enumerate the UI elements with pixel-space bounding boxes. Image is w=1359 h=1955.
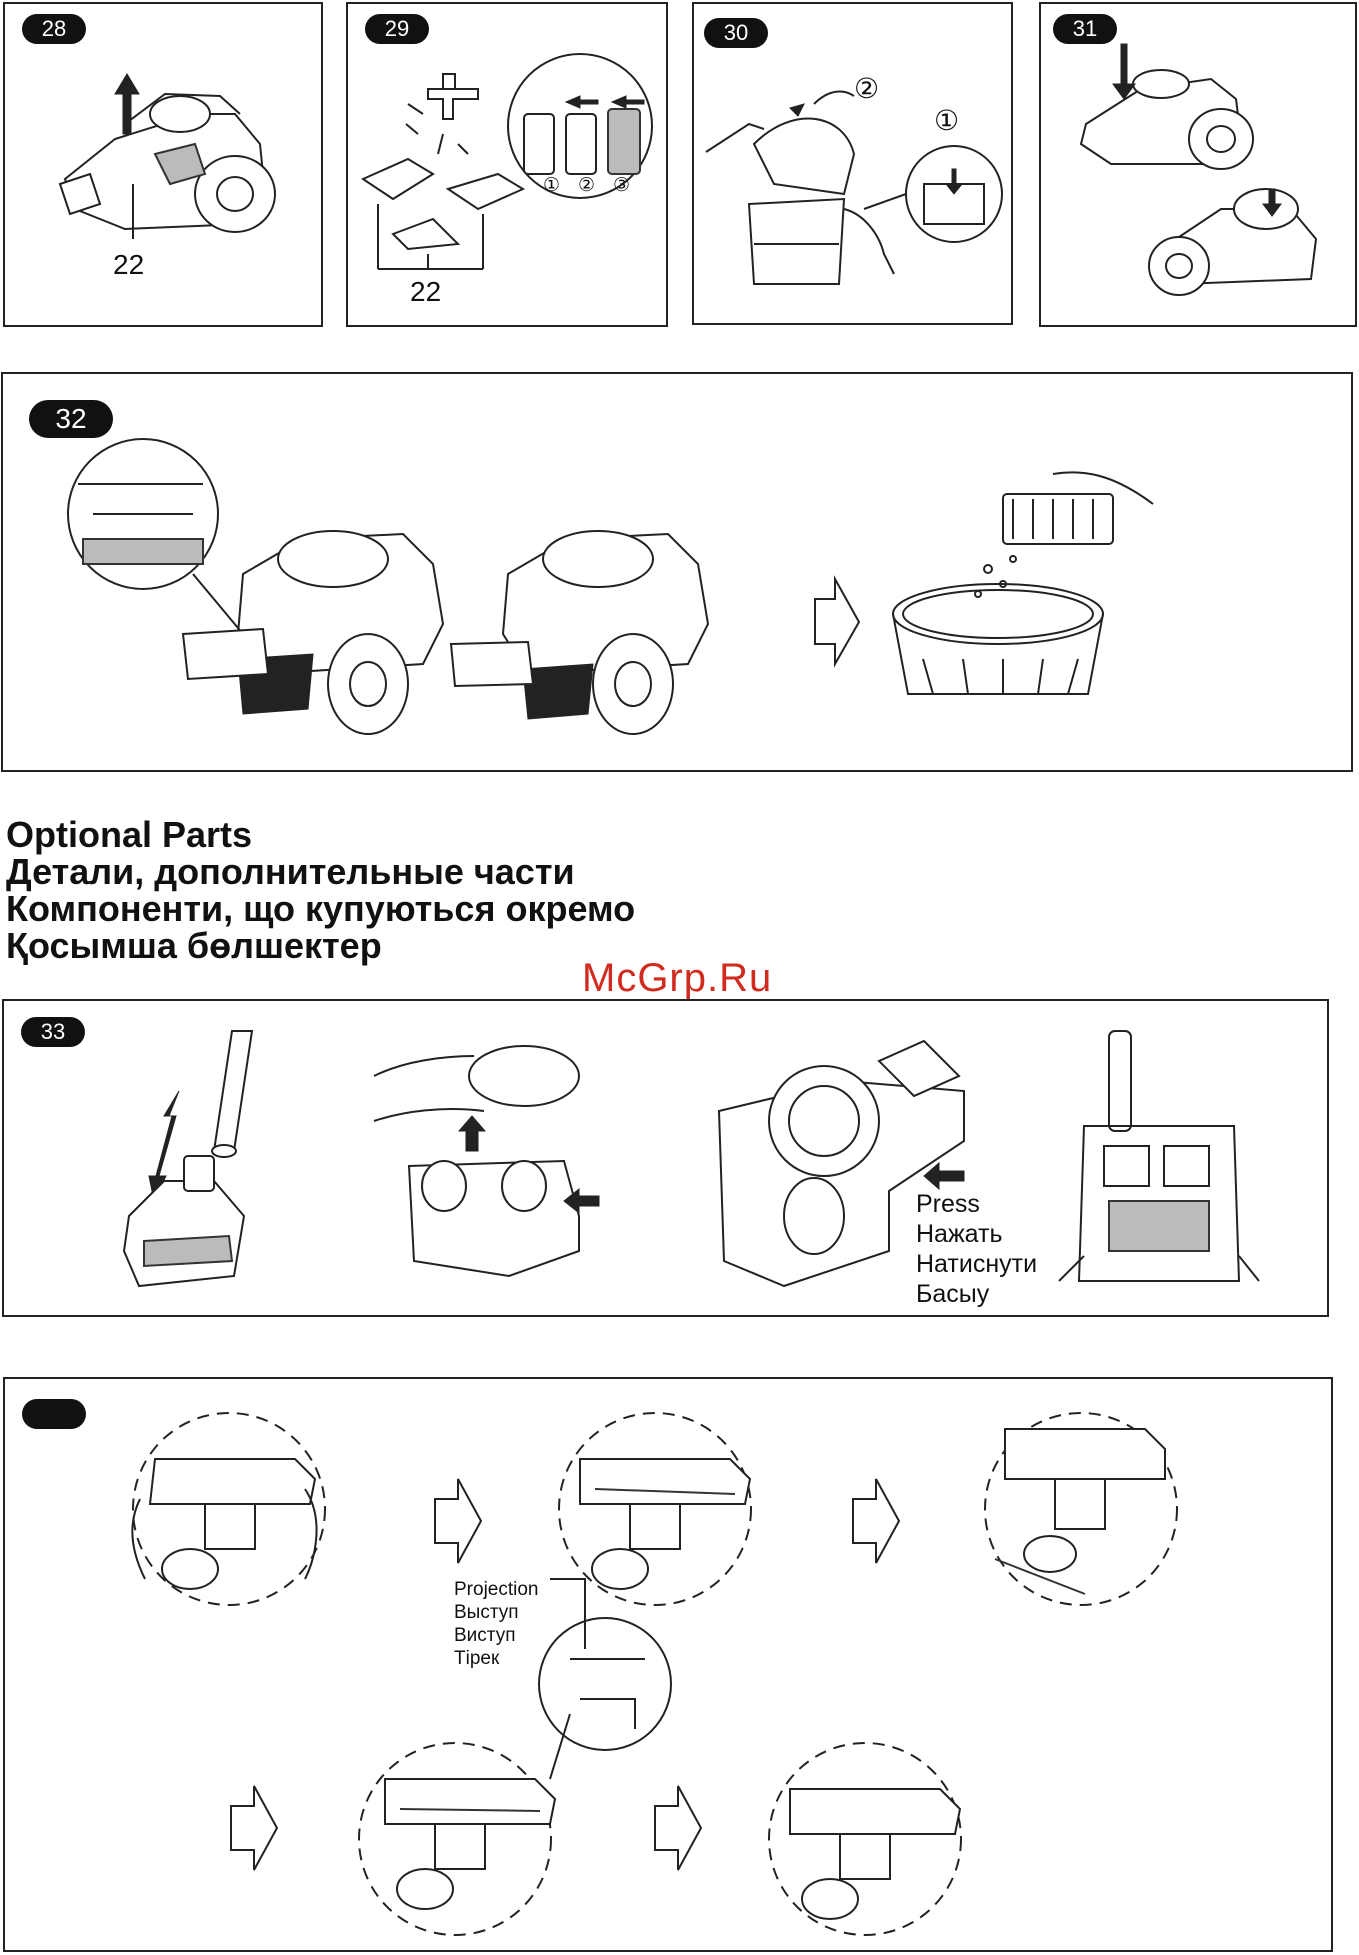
press-label-uk: Натиснути xyxy=(916,1249,1037,1279)
step-28-panel: 28 22 xyxy=(3,2,323,327)
step-34-panel: Projection Выступ Виступ Тірек xyxy=(3,1377,1333,1952)
vacuum-cleaner-icon xyxy=(5,4,321,324)
press-label-en: Press xyxy=(916,1189,980,1219)
marker-2: ② xyxy=(578,174,595,197)
heading-line-uk: Компоненти, що купуються окремо xyxy=(6,890,635,927)
reassembly-illustration xyxy=(1041,4,1355,324)
step-31-panel: 31 xyxy=(1039,2,1357,327)
projection-label-ru: Выступ xyxy=(454,1601,519,1624)
watermark: McGrp.Ru xyxy=(582,956,772,1001)
heading-line-en: Optional Parts xyxy=(6,816,635,853)
exhaust-filter-removal-illustration xyxy=(3,374,1351,770)
projection-label-en: Projection xyxy=(454,1578,539,1601)
brush-roll-replacement-illustration xyxy=(5,1379,1331,1950)
step-30-panel: 30 ② ① xyxy=(692,2,1013,325)
projection-label-kk: Тірек xyxy=(454,1647,499,1670)
heading-line-ru: Детали, дополнительные части xyxy=(6,853,635,890)
step-marker-1: ① xyxy=(934,104,959,137)
step-33-panel: 33 Press Нажать Натиснути Басыу xyxy=(2,999,1329,1317)
press-label-kk: Басыу xyxy=(916,1279,989,1309)
part-number-label: 22 xyxy=(113,249,144,281)
turbo-brush-illustration xyxy=(4,1001,1327,1315)
part-number-label: 22 xyxy=(410,276,441,308)
optional-parts-heading: Optional Parts Детали, дополнительные ча… xyxy=(6,816,635,964)
heading-line-kk: Қосымша бөлшектер xyxy=(6,927,635,964)
marker-3: ③ xyxy=(613,174,630,197)
filter-washing-illustration xyxy=(348,4,666,324)
marker-1: ① xyxy=(543,174,560,197)
step-29-panel: 29 ① ② ③ 22 xyxy=(346,2,668,327)
step-marker-2: ② xyxy=(854,72,879,105)
dust-container-illustration xyxy=(694,4,1011,322)
step-32-panel: 32 xyxy=(1,372,1353,772)
press-label-ru: Нажать xyxy=(916,1219,1003,1249)
projection-label-uk: Виступ xyxy=(454,1624,516,1647)
